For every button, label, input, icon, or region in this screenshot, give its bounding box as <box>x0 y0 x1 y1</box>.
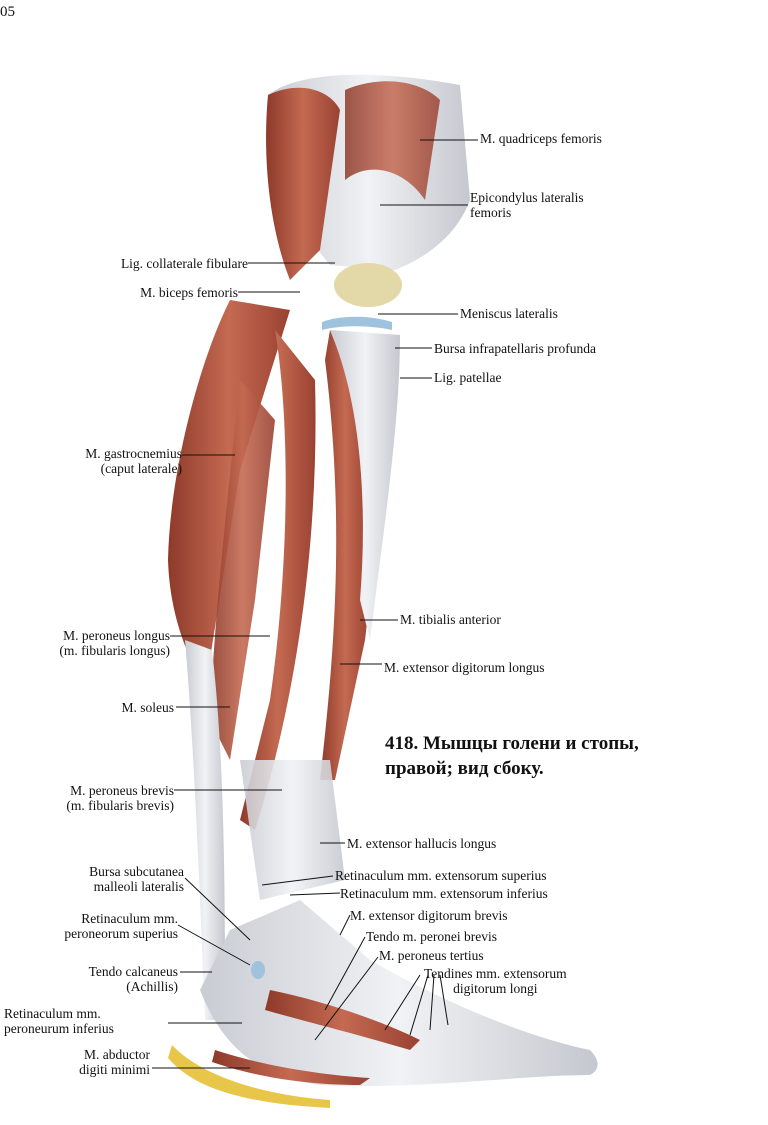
label-meniscus: Meniscus lateralis <box>460 306 558 321</box>
foot-shape <box>200 900 598 1087</box>
label-retinaculum-peroneorum-sup: Retinaculum mm. peroneorum superius <box>64 911 178 941</box>
label-retinaculum-peroneorum-inf: Retinaculum mm. peroneurum inferius <box>4 1006 114 1036</box>
label-gastrocnemius: M. gastrocnemius (caput laterale) <box>85 446 182 476</box>
biceps-femoris-shape <box>266 87 340 281</box>
leader-lines <box>152 139 478 1069</box>
fat-pad-shape <box>168 1045 330 1108</box>
ext-digitorum-brevis-shape <box>265 990 420 1050</box>
page-number: 05 <box>0 4 15 20</box>
label-lig-patellae: Lig. patellae <box>434 370 502 385</box>
abductor-digiti-shape <box>212 1050 370 1085</box>
femoral-condyle-shape <box>334 263 402 307</box>
label-retinaculum-superius: Retinaculum mm. extensorum superius <box>335 868 547 883</box>
label-lig-collaterale: Lig. collaterale fibulare <box>120 256 248 271</box>
label-tendo-calcaneus: Tendo calcaneus (Achillis) <box>88 964 178 994</box>
tibia-tendon-shape <box>330 330 400 640</box>
peroneus-shape <box>240 330 316 830</box>
label-extensor-hallucis: M. extensor hallucis longus <box>347 836 497 851</box>
label-bursa-subcutanea: Bursa subcutanea malleoli lateralis <box>89 864 184 894</box>
label-tendo-peronei-brevis: Tendo m. peronei brevis <box>366 929 498 944</box>
label-soleus: M. soleus <box>121 700 174 715</box>
label-biceps-femoris: M. biceps femoris <box>140 285 238 300</box>
label-epicondylus: Epicondylus lateralis femoris <box>470 190 584 220</box>
label-extensor-digitorum-longus: M. extensor digitorum longus <box>384 660 545 675</box>
lower-tendons-shape <box>240 760 345 900</box>
label-bursa-infrapatellaris: Bursa infrapatellaris profunda <box>434 341 596 356</box>
label-extensor-digitorum-brevis: M. extensor digitorum brevis <box>350 908 508 923</box>
label-tibialis-anterior: M. tibialis anterior <box>400 612 501 627</box>
soleus-shape <box>210 380 275 760</box>
label-peroneus-brevis: M. peroneus brevis (m. fibularis brevis) <box>66 783 174 813</box>
label-peroneus-longus: M. peroneus longus (m. fibularis longus) <box>59 628 170 658</box>
meniscus-shape <box>322 316 392 330</box>
tibialis-anterior-shape <box>320 330 371 780</box>
label-peroneus-tertius: M. peroneus tertius <box>379 948 484 963</box>
figure-caption: 418. Мышцы голени и стопы, правой; вид с… <box>385 733 639 779</box>
bursa-malleoli-shape <box>251 961 265 979</box>
label-quadriceps: M. quadriceps femoris <box>480 131 602 146</box>
label-retinaculum-inferius: Retinaculum mm. extensorum inferius <box>340 886 548 901</box>
label-abductor-digiti-minimi: M. abductor digiti minimi <box>79 1047 150 1077</box>
achilles-shape <box>185 640 225 1020</box>
quadriceps-muscle-shape <box>345 81 440 200</box>
label-tendines-extensorum: Tendines mm. extensorum digitorum longi <box>424 966 567 996</box>
